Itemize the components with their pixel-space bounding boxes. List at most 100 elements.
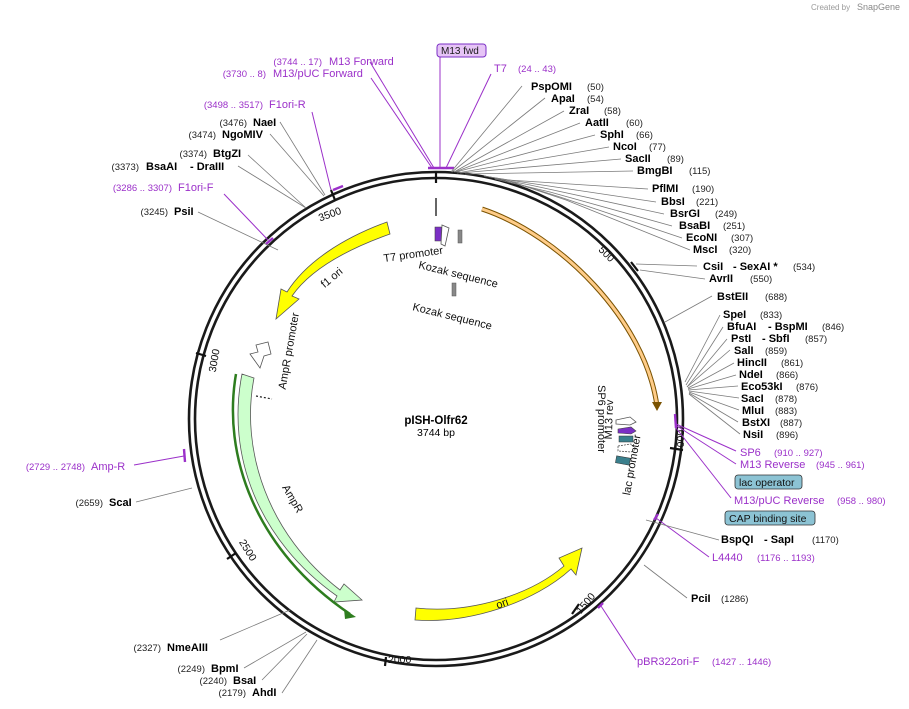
site-leaders <box>135 85 741 694</box>
site-NcoI: NcoI(77) <box>613 141 666 153</box>
site-AatII: AatII(60) <box>585 117 643 129</box>
svg-text:NmeAIII: NmeAIII <box>167 642 208 654</box>
m13-forward-range: (3744 .. 17) <box>273 57 322 68</box>
site-AhdI: (2179)AhdI <box>219 687 277 699</box>
sp6-primer-range: (910 .. 927) <box>774 448 823 459</box>
site-BsaI: (2240)BsaI <box>200 675 257 687</box>
sp6-arc-outline <box>481 206 660 407</box>
ampr-frame-line <box>231 373 351 616</box>
svg-text:(2659): (2659) <box>76 498 103 509</box>
site-SacI: SacI(878) <box>741 393 797 405</box>
cap-site-label: CAP binding site <box>729 513 807 525</box>
plasmid-length: 3744 bp <box>417 427 455 439</box>
svg-text:BbsI: BbsI <box>661 196 685 208</box>
f1ori-r-range: (3498 .. 3517) <box>204 100 263 111</box>
site-BstXI: BstXI(887) <box>742 417 802 429</box>
svg-text:BsrGI: BsrGI <box>670 208 700 220</box>
svg-text:EcoNI: EcoNI <box>686 232 717 244</box>
svg-text:(320): (320) <box>729 245 751 256</box>
svg-text:(857): (857) <box>805 334 827 345</box>
site-SacII: SacII(89) <box>625 153 684 165</box>
f1ori-r-name: F1ori-R <box>269 99 306 111</box>
svg-text:(3476): (3476) <box>220 118 247 129</box>
svg-text:PstI: PstI <box>731 333 751 345</box>
scale-ticks <box>195 172 684 667</box>
site-PstI: PstI- SbfI(857) <box>731 333 827 345</box>
svg-text:- SapI: - SapI <box>764 534 794 546</box>
site-BsaAI: (3373)BsaAI- DraIII <box>112 161 225 173</box>
svg-text:(550): (550) <box>750 274 772 285</box>
t7-primer-name: T7 <box>494 63 507 75</box>
svg-text:HincII: HincII <box>737 357 767 369</box>
svg-text:(221): (221) <box>696 197 718 208</box>
site-AvrII: AvrII(550) <box>709 273 772 285</box>
svg-text:NgoMIV: NgoMIV <box>222 129 264 141</box>
lac-promoter-label: lac promoter <box>621 434 643 497</box>
svg-text:AhdI: AhdI <box>252 687 276 699</box>
svg-text:NdeI: NdeI <box>739 369 763 381</box>
tick-2000: 2000 <box>388 654 412 666</box>
site-HincII: HincII(861) <box>737 357 803 369</box>
amp-r-range: (2729 .. 2748) <box>26 462 85 473</box>
pbr322-range: (1427 .. 1446) <box>712 657 771 668</box>
site-BpmI: (2249)BpmI <box>178 663 239 675</box>
svg-text:(876): (876) <box>796 382 818 393</box>
svg-text:(534): (534) <box>793 262 815 273</box>
svg-text:NsiI: NsiI <box>743 429 763 441</box>
sp6-primer-name: SP6 <box>740 447 761 459</box>
svg-text:CsiI: CsiI <box>703 261 723 273</box>
svg-text:PsiI: PsiI <box>174 206 194 218</box>
svg-text:(859): (859) <box>765 346 787 357</box>
svg-text:BsaBI: BsaBI <box>679 220 710 232</box>
f1-ori-label: f1 ori <box>319 266 345 291</box>
l4440-name: L4440 <box>712 552 743 564</box>
site-SpeI: SpeI(833) <box>723 309 782 321</box>
lac-operator-box <box>618 435 634 443</box>
svg-text:(883): (883) <box>775 406 797 417</box>
svg-text:(58): (58) <box>604 106 621 117</box>
svg-text:PflMI: PflMI <box>652 183 678 195</box>
svg-text:PspOMI: PspOMI <box>531 81 572 93</box>
snapgene-logo: SnapGene <box>857 2 900 12</box>
cap-site-box <box>615 455 631 466</box>
pbr322-name: pBR322ori-F <box>637 656 700 668</box>
ampr-label: AmpR <box>279 483 305 516</box>
ampr-frame-arrow <box>344 609 356 619</box>
m13-puc-reverse-name: M13/pUC Reverse <box>734 495 824 507</box>
kozak-label-2: Kozak sequence <box>411 301 493 332</box>
site-BsaBI: BsaBI(251) <box>679 220 745 232</box>
site-ZraI: ZraI (58) <box>569 105 621 117</box>
svg-text:(688): (688) <box>765 292 787 303</box>
site-PflMI: PflMI(190) <box>652 183 714 195</box>
m13-puc-forward-range: (3730 .. 8) <box>223 69 266 80</box>
ori-feature <box>414 547 583 621</box>
svg-text:ScaI: ScaI <box>109 497 132 509</box>
ampr-promoter-marker <box>255 395 273 400</box>
site-ApaI: ApaI(54) <box>551 93 604 105</box>
kozak-marker-1 <box>457 229 463 244</box>
m13-rev-arrow <box>617 426 637 435</box>
svg-text:BmgBI: BmgBI <box>637 165 672 177</box>
svg-text:(307): (307) <box>731 233 753 244</box>
svg-text:MscI: MscI <box>693 244 717 256</box>
svg-text:ZraI: ZraI <box>569 105 589 117</box>
svg-text:(3374): (3374) <box>180 149 207 160</box>
svg-text:BsaAI: BsaAI <box>146 161 177 173</box>
svg-text:(1286): (1286) <box>721 594 748 605</box>
svg-text:(866): (866) <box>776 370 798 381</box>
svg-text:SpeI: SpeI <box>723 309 746 321</box>
site-BstEII: BstEII(688) <box>717 291 787 303</box>
svg-text:(878): (878) <box>775 394 797 405</box>
site-PciI: PciI(1286) <box>691 593 748 605</box>
l4440-range: (1176 .. 1193) <box>757 553 815 564</box>
svg-text:(2327): (2327) <box>134 643 161 654</box>
site-CsiI: CsiI- SexAI *(534) <box>703 261 815 273</box>
site-BbsI: BbsI (221) <box>661 196 718 208</box>
site-BmgBI: BmgBI(115) <box>637 165 710 177</box>
m13-reverse-range: (945 .. 961) <box>816 460 865 471</box>
site-NdeI: NdeI (866) <box>739 369 798 381</box>
tick-3000: 3000 <box>207 348 223 373</box>
lac-operator-badge: lac operator <box>734 474 803 490</box>
site-NgoMIV: (3474)NgoMIV <box>189 129 264 141</box>
